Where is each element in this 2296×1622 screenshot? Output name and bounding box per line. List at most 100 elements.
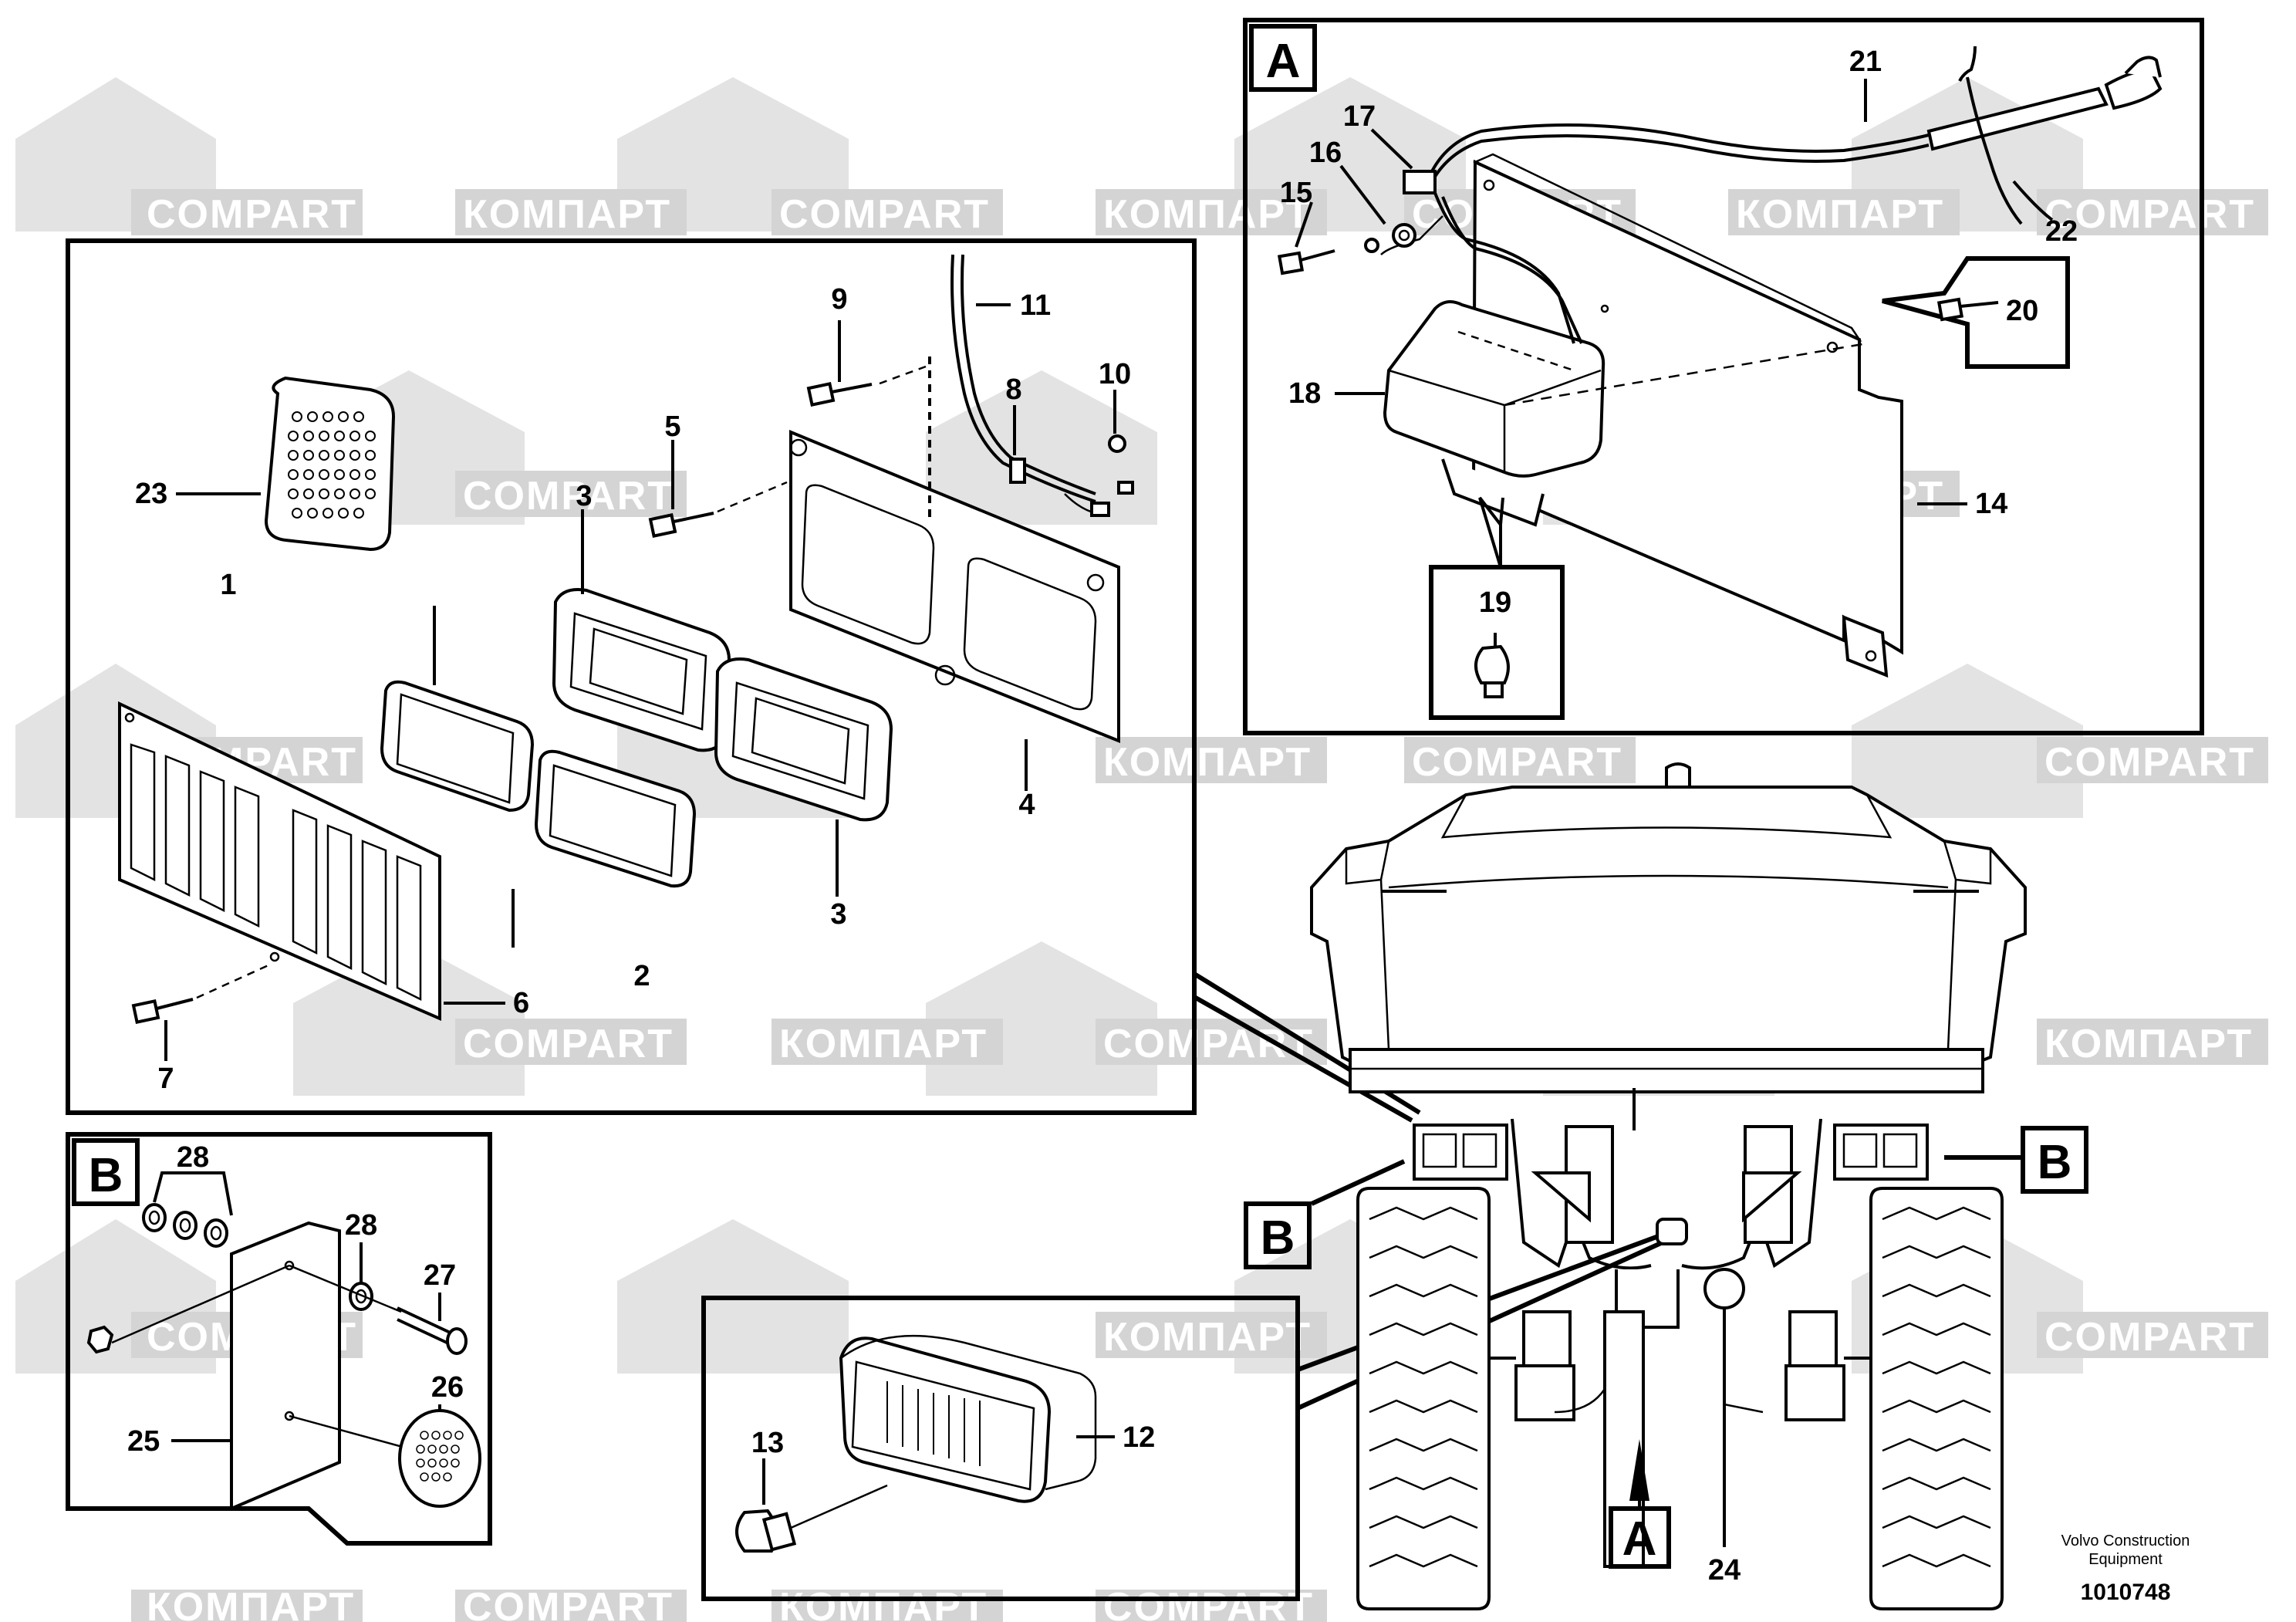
bracket-14 <box>1471 153 1903 678</box>
callout-5: 5 <box>664 411 680 443</box>
detail-a-frame <box>1243 18 2204 735</box>
bulb-19-detail <box>1429 496 1565 720</box>
lamp-18 <box>1383 300 1868 527</box>
lamp-1 <box>380 680 535 813</box>
callout-17: 17 <box>1343 100 1376 133</box>
tire-right <box>1869 1187 2004 1610</box>
callout-3: 3 <box>830 898 846 931</box>
screw-5 <box>648 481 788 539</box>
watermark-hex <box>1852 664 2083 818</box>
seal-3-upper <box>552 588 731 752</box>
watermark-text: COMPART <box>1412 740 1622 785</box>
watermark-text: COMPART <box>463 1022 674 1066</box>
clip-8 <box>1009 458 1026 484</box>
work-light-12 <box>839 1334 1097 1503</box>
callout-1: 1 <box>220 569 236 601</box>
detail-b-frame <box>66 1132 492 1546</box>
watermark-band <box>1728 189 1960 235</box>
watermark-band <box>1096 1590 1327 1622</box>
callout-19: 19 <box>1479 586 1511 619</box>
work-light-detail-frame <box>701 1296 1300 1601</box>
cable-21 <box>1364 46 2163 344</box>
detail-a-tag <box>1249 24 1317 92</box>
detail-b: B <box>66 1132 492 1546</box>
watermark-text: КОМПАРТ <box>779 1585 988 1622</box>
callout-7: 7 <box>157 1063 174 1095</box>
rear-light-detail-frame <box>66 238 1197 1115</box>
rear-light-left <box>1413 1124 1508 1181</box>
callout-16: 16 <box>1309 137 1342 169</box>
chassis <box>1489 1118 1875 1568</box>
callout-11: 11 <box>1020 289 1051 322</box>
watermark-band <box>131 189 363 235</box>
callout-3: 3 <box>576 480 592 512</box>
detail-b-ref-left-letter: B <box>1261 1211 1295 1265</box>
washers-28 <box>142 1171 373 1311</box>
reflector-23 <box>264 376 396 552</box>
callout-27: 27 <box>424 1259 456 1292</box>
callout-24: 24 <box>1708 1554 1741 1587</box>
detail-b-reference-right: B <box>1944 1126 2088 1194</box>
watermark-text: КОМПАРТ <box>2044 1022 2253 1066</box>
callout-28: 28 <box>345 1209 377 1242</box>
detail-a-reference: A <box>1609 1439 1671 1569</box>
connector <box>1117 481 1134 495</box>
rear-light-right <box>1833 1124 1929 1181</box>
washer-16 <box>1392 223 1416 248</box>
watermark-band <box>1096 1312 1327 1358</box>
leader-lines-a <box>1295 79 1967 505</box>
watermark-text: КОМПАРТ <box>1103 740 1312 785</box>
screw-20-detail <box>1882 256 2070 369</box>
watermark-band <box>2037 1312 2268 1358</box>
detail-a-ref-letter: A <box>1622 1512 1657 1566</box>
watermark-band <box>1404 737 1636 783</box>
detail-a-letter: A <box>1266 35 1301 88</box>
seal-3-lower <box>714 657 893 822</box>
screw-7 <box>131 963 271 1025</box>
maker-line-2: Equipment <box>2088 1551 2163 1568</box>
callout-23: 23 <box>135 478 167 510</box>
watermark-text: COMPART <box>463 1585 674 1622</box>
leader-lines-b <box>171 1242 441 1442</box>
watermark-text: COMPART <box>2044 192 2255 237</box>
bulb-13 <box>735 1484 888 1553</box>
watermark-band <box>772 1019 1003 1065</box>
callout-15: 15 <box>1280 177 1312 209</box>
screw-15 <box>1277 249 1335 275</box>
watermark-band <box>455 1019 687 1065</box>
callout-9: 9 <box>831 283 847 316</box>
detail-b-letter: B <box>89 1149 123 1202</box>
detail-b-reference-left: B <box>1244 1159 1406 1269</box>
connector <box>1090 502 1110 517</box>
callout-22: 22 <box>2045 215 2078 248</box>
callout-13: 13 <box>751 1427 784 1459</box>
leader-lines-main <box>164 303 1116 1061</box>
reflector-26 <box>398 1409 481 1508</box>
leader-22 <box>2012 180 2054 221</box>
callout-2: 2 <box>633 960 650 992</box>
work-light-detail: 13 12 <box>701 1296 1300 1601</box>
watermark-text: КОМПАРТ <box>1736 192 1944 237</box>
callout-26: 26 <box>431 1371 464 1404</box>
callout-10: 10 <box>1099 358 1131 390</box>
watermark-text: COMPART <box>147 192 357 237</box>
callout-6: 6 <box>513 987 529 1019</box>
watermark-text: COMPART <box>1103 1585 1314 1622</box>
plate-25 <box>230 1221 341 1512</box>
watermark-text: КОМПАРТ <box>463 192 671 237</box>
watermark-hex <box>926 370 1157 525</box>
watermark-band <box>1096 1019 1327 1065</box>
callout-14: 14 <box>1975 488 2007 520</box>
detail-b-ref-right-letter: B <box>2038 1136 2072 1189</box>
screw-9 <box>806 357 931 517</box>
callout-21: 21 <box>1849 46 1882 78</box>
drawing-number: 1010748 <box>2081 1580 2171 1605</box>
watermark-band <box>2037 1019 2268 1065</box>
watermark-band <box>772 1590 1003 1622</box>
dump-body <box>1310 762 2027 1130</box>
watermark-text: COMPART <box>463 474 674 519</box>
watermark-band <box>772 189 1003 235</box>
machine-rear-view: A B B 24 <box>1244 762 2088 1610</box>
